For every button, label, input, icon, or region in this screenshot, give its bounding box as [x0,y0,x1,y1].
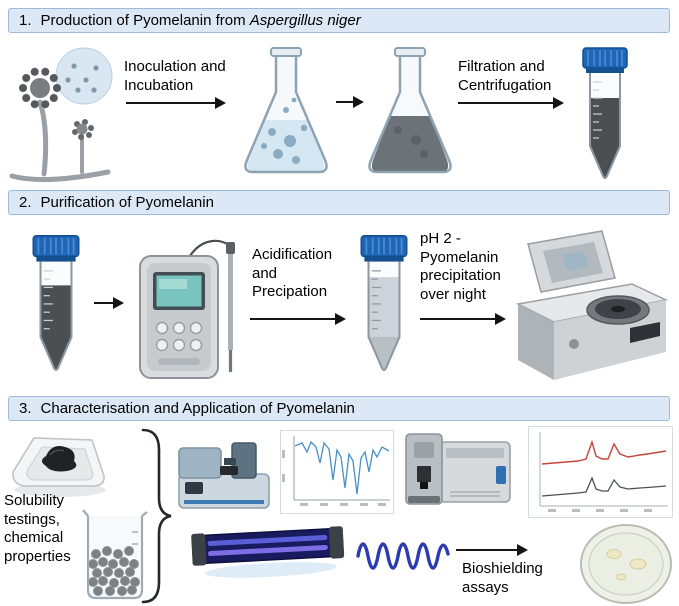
arrow-flask-to-tube [458,102,562,105]
weighing-boat-icon [4,428,112,500]
section-1-header: 1. Production of Pyomelanin from Aspergi… [8,8,670,33]
section-2-number: 2. [19,194,32,211]
centrifuge-icon [512,228,672,386]
section-3-title: Characterisation and Application of Pyom… [40,400,355,417]
falcon-tube-pyomelanin-icon [24,230,88,382]
falcon-tube-precipitate-icon [352,230,416,382]
arrow-to-petri-dish [456,549,526,552]
section-1-number: 1. [19,12,32,29]
raman-spectrometer-icon [400,430,514,516]
petri-dish-icon [578,522,674,606]
section-3-number: 3. [19,400,32,417]
ftir-spectrometer-icon [176,438,272,514]
grouping-brace-icon [140,428,174,604]
culture-flask-icon [234,44,338,186]
section-1-title: Production of Pyomelanin from Aspergillu… [40,12,361,29]
arrow-flask-to-flask [336,101,362,104]
ph-precipitation-label: pH 2 - Pyomelanin precipitation over nig… [420,230,501,303]
section-2-title: Purification of Pyomelanin [40,194,214,211]
arrow-phmeter-to-tube [250,318,344,321]
inoculation-label: Inoculation and Incubation [124,58,226,94]
uv-lamp-icon [191,520,346,584]
filtration-label: Filtration and Centrifugation [458,58,552,94]
beaker-granules-icon [80,506,150,602]
section-3-header: 3. Characterisation and Application of P… [8,396,670,421]
ir-spectrum-plot-icon [280,430,394,514]
pyomelanin-flask-icon [358,44,462,186]
arrow-tube-to-phmeter [94,302,122,305]
uv-wave-icon [356,536,450,576]
solubility-label: Solubility testings, chemical properties [4,492,71,565]
acidification-label: Acidification and Precipation [252,246,333,301]
falcon-tube-pyomelanin-icon [574,46,636,186]
arrow-fungus-to-flask [126,102,224,105]
bioshielding-label: Bioshielding assays [462,560,543,596]
section-2-header: 2. Purification of Pyomelanin [8,190,670,215]
aspergillus-niger-fungus-icon [6,40,118,188]
raman-spectrum-plot-icon [528,426,673,518]
ph-meter-icon [128,232,246,384]
arrow-tube-to-centrifuge [420,318,504,321]
